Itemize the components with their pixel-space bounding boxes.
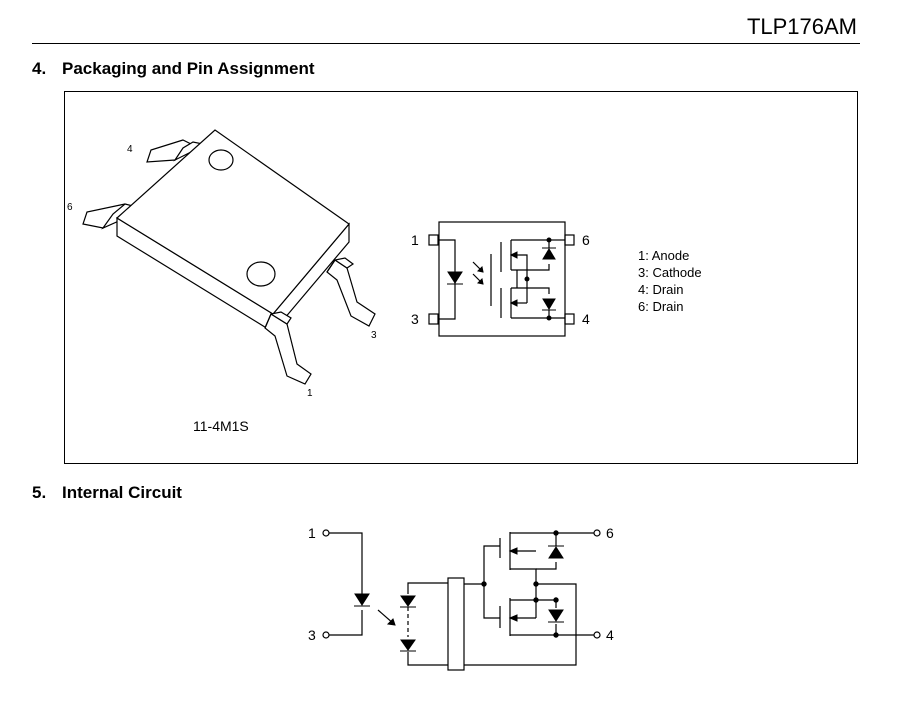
sch-pin-6-label: 6 bbox=[582, 232, 590, 248]
circuit-pin-3-label: 3 bbox=[308, 627, 316, 643]
schematic-outline bbox=[438, 221, 566, 337]
lead-3 bbox=[326, 259, 376, 327]
body-diode-upper bbox=[548, 546, 564, 559]
package-drawing: 4 6 3 1 bbox=[67, 129, 377, 399]
terminal-3 bbox=[322, 631, 330, 639]
terminal-1 bbox=[322, 529, 330, 537]
terminal-4 bbox=[593, 631, 601, 639]
section-5-number: 5. bbox=[32, 483, 47, 502]
sch-pin-1-label: 1 bbox=[411, 232, 419, 248]
pin1-mark-dimple bbox=[208, 149, 234, 171]
body-diode-upper bbox=[542, 248, 556, 260]
terminal-6 bbox=[593, 529, 601, 537]
legend-item: 3: Cathode bbox=[638, 265, 702, 280]
body-diode-lower bbox=[548, 609, 564, 622]
body-top bbox=[116, 129, 350, 315]
pin-legend: 1: Anode 3: Cathode 4: Drain 6: Drain bbox=[638, 247, 702, 315]
driver-block bbox=[447, 577, 465, 671]
sch-pin-3-label: 3 bbox=[411, 311, 419, 327]
pin-box-4 bbox=[564, 313, 575, 325]
package-code: 11-4M1S bbox=[193, 418, 249, 434]
header-rule bbox=[32, 43, 860, 44]
pin-box-1 bbox=[428, 234, 439, 246]
circuit-pin-6-label: 6 bbox=[606, 525, 614, 541]
photodiode-upper bbox=[400, 595, 416, 607]
section-4-number: 4. bbox=[32, 59, 47, 78]
pkg-pin-3-label: 3 bbox=[371, 330, 377, 341]
pin-schematic: 1 3 6 4 bbox=[411, 221, 590, 337]
lead-1 bbox=[264, 313, 312, 385]
section-4-heading: 4. Packaging and Pin Assignment bbox=[32, 59, 315, 79]
internal-circuit: 1 3 6 4 bbox=[308, 525, 614, 671]
pkg-pin-4-label: 4 bbox=[127, 144, 133, 155]
led-symbol bbox=[354, 593, 370, 606]
lead-1-top bbox=[264, 311, 292, 329]
lead-3-top bbox=[326, 257, 355, 273]
pin-box-6 bbox=[564, 234, 575, 246]
photodiode-lower bbox=[400, 639, 416, 651]
legend-item: 4: Drain bbox=[638, 282, 684, 297]
pin-box-3 bbox=[428, 313, 439, 325]
document-id: TLP176AM bbox=[746, 14, 857, 39]
sch-pin-4-label: 4 bbox=[582, 311, 590, 327]
pkg-pin-6-label: 6 bbox=[67, 202, 73, 213]
legend-item: 1: Anode bbox=[638, 248, 690, 263]
circuit-pin-4-label: 4 bbox=[606, 627, 614, 643]
circuit-pin-1-label: 1 bbox=[308, 525, 316, 541]
pkg-pin-1-label: 1 bbox=[307, 388, 313, 399]
ejector-dimple bbox=[246, 261, 276, 287]
body-diode-lower bbox=[542, 298, 556, 310]
packaging-frame: 4 6 3 1 bbox=[64, 91, 858, 464]
section-5-heading: 5. Internal Circuit bbox=[32, 483, 182, 503]
led-symbol bbox=[447, 271, 463, 284]
section-4-title: Packaging and Pin Assignment bbox=[62, 59, 315, 78]
legend-item: 6: Drain bbox=[638, 299, 684, 314]
section-5-title: Internal Circuit bbox=[62, 483, 182, 502]
